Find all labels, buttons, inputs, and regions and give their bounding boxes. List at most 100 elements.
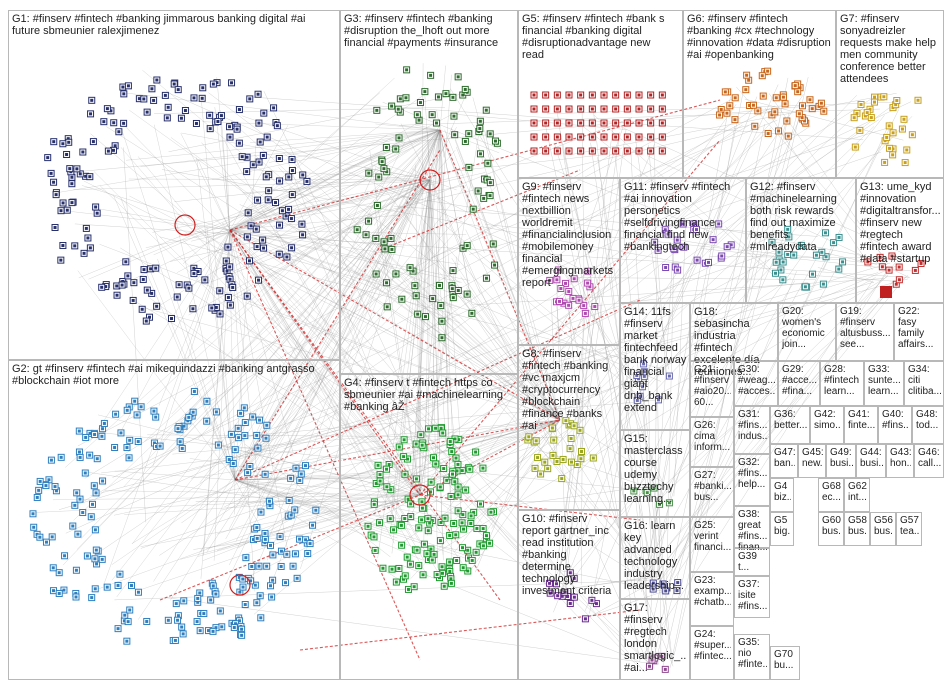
group-label-g43: G43: hon... bbox=[890, 447, 911, 469]
group-box-g23: G23: examp... #chatb... bbox=[690, 572, 734, 626]
group-box-g48: G48: tod... bbox=[912, 406, 944, 444]
group-label-g31: G31: #fins... indus... bbox=[738, 409, 767, 442]
group-box-g13: G13: ume_kyd #innovation #digitaltransfo… bbox=[856, 178, 944, 303]
group-label-g4x: G4 biz... bbox=[774, 481, 791, 503]
group-label-g49: G49: busi... bbox=[830, 447, 853, 469]
group-box-g45: G45: new... bbox=[798, 444, 826, 478]
group-box-g41: G41: finte... bbox=[844, 406, 878, 444]
group-label-g22: G22: fasy family affairs... bbox=[898, 306, 941, 350]
group-box-g40: G40: #fins... bbox=[878, 406, 912, 444]
group-label-g58: G58: bus... bbox=[848, 515, 867, 537]
group-box-g29: G29: #acce... #fina... bbox=[778, 361, 820, 406]
group-box-g37: G37: isite #fins... bbox=[734, 576, 770, 618]
group-label-g42: G42: simo... bbox=[814, 409, 841, 431]
group-label-g23: G23: examp... #chatb... bbox=[694, 575, 731, 608]
group-label-g68: G62 int... bbox=[848, 481, 867, 503]
group-label-g7: G7: #finserv sonyadreizler requests make… bbox=[840, 13, 941, 85]
group-box-g21: G21: #finserv #aio20... 60... bbox=[690, 361, 734, 417]
group-box-g70: G68 ec... bbox=[818, 478, 844, 512]
group-label-g17: G17: #finserv #regtech london smartlogic… bbox=[624, 602, 687, 674]
group-label-g19: G19: #finserv altusbuss... see... bbox=[840, 306, 891, 350]
group-box-g7: G7: #finserv sonyadreizler requests make… bbox=[836, 10, 944, 178]
group-box-g12: G12: #finserv #machinelearning both risk… bbox=[746, 178, 856, 303]
group-box-g20: G20: women's economic join... bbox=[778, 303, 836, 361]
group-box-g14: G14: 11fs #finserv market fintechfeed ba… bbox=[620, 303, 690, 430]
group-label-g29: G29: #acce... #fina... bbox=[782, 364, 817, 397]
group-label-g21: G21: #finserv #aio20... 60... bbox=[694, 364, 731, 408]
group-label-g28: G28: #fintech learn... bbox=[824, 364, 861, 397]
group-label-g14: G14: 11fs #finserv market fintechfeed ba… bbox=[624, 306, 687, 414]
group-box-g49: G49: busi... bbox=[826, 444, 856, 478]
group-box-g36: G36: better... bbox=[770, 406, 810, 444]
group-label-g2: G2: gt #finserv #fintech #ai mikequindaz… bbox=[12, 363, 337, 387]
group-box-g19: G19: #finserv altusbuss... see... bbox=[836, 303, 894, 361]
group-box-g44: G44: busi... bbox=[856, 444, 886, 478]
group-box-g60: G60: bus... bbox=[818, 512, 844, 546]
group-label-g45: G45: new... bbox=[802, 447, 823, 469]
group-box-g6: G6: #finserv #fintech #banking #cx #tech… bbox=[683, 10, 836, 178]
group-label-g6: G6: #finserv #fintech #banking #cx #tech… bbox=[687, 13, 833, 61]
group-box-g24: G24: #super... #fintec... bbox=[690, 626, 734, 680]
group-label-g40: G40: #fins... bbox=[882, 409, 909, 431]
group-box-g31: G31: #fins... indus... bbox=[734, 406, 770, 454]
group-box-g39: G39 t... bbox=[734, 548, 770, 576]
group-box-g56: G56: bus... bbox=[870, 512, 896, 546]
group-box-g43: G43: hon... bbox=[886, 444, 914, 478]
group-label-g38: G38: great #fins... finan... bbox=[738, 509, 767, 553]
group-label-g4: G4: #finserv t #fintech https co sbmeuni… bbox=[344, 377, 515, 413]
group-box-g26: G26: cima inform... bbox=[690, 417, 734, 467]
group-box-g57: G57: tea... bbox=[896, 512, 922, 546]
group-box-g42: G42: simo... bbox=[810, 406, 844, 444]
group-label-g24: G24: #super... #fintec... bbox=[694, 629, 731, 662]
group-label-g37: G37: isite #fins... bbox=[738, 579, 767, 612]
group-label-g32: G32: #fins... help... bbox=[738, 457, 767, 490]
group-box-g5x: G5 big... bbox=[770, 512, 794, 546]
group-box-g58: G58: bus... bbox=[844, 512, 870, 546]
group-box-g15: G15: masterclass course udemy buzztechy … bbox=[620, 430, 690, 517]
group-box-g16: G16: learn key advanced technology indus… bbox=[620, 517, 690, 599]
group-label-g33: G33: sunte... learn... bbox=[868, 364, 901, 397]
group-box-g33: G33: sunte... learn... bbox=[864, 361, 904, 406]
group-label-g27: G27: #banki... bus... bbox=[694, 470, 731, 503]
group-label-g15: G15: masterclass course udemy buzztechy … bbox=[624, 433, 687, 505]
group-label-g60: G60: bus... bbox=[822, 515, 841, 537]
group-label-g30: G30: #weag... #acces... bbox=[738, 364, 775, 397]
group-label-g8: G8: #finserv #fintech #banking #vc maxjc… bbox=[522, 348, 617, 432]
group-box-g9: G9: #finserv #fintech news nextbillion w… bbox=[518, 178, 620, 345]
group-label-g44: G44: busi... bbox=[860, 447, 883, 469]
group-box-g5: G5: #finserv #fintech #bank s financial … bbox=[518, 10, 683, 178]
group-label-g20: G20: women's economic join... bbox=[782, 306, 833, 350]
group-label-g47: G47: ban... bbox=[774, 447, 795, 469]
group-label-g11: G11: #finserv #fintech #ai innovation pe… bbox=[624, 181, 743, 253]
group-label-g13: G13: ume_kyd #innovation #digitaltransfo… bbox=[860, 181, 941, 265]
group-box-g4: G4: #finserv t #fintech https co sbmeuni… bbox=[340, 374, 518, 680]
group-label-g10: G10: #finserv report gartner_inc read in… bbox=[522, 513, 617, 597]
group-box-g2: G2: gt #finserv #fintech #ai mikequindaz… bbox=[8, 360, 340, 680]
group-box-g28: G28: #fintech learn... bbox=[820, 361, 864, 406]
group-label-g1: G1: #finserv #fintech #banking jimmarous… bbox=[12, 13, 337, 37]
group-label-g16: G16: learn key advanced technology indus… bbox=[624, 520, 687, 592]
group-box-g46: G46: call... bbox=[914, 444, 944, 478]
group-label-g39: G39 t... bbox=[738, 551, 767, 573]
group-label-g12: G12: #finserv #machinelearning both risk… bbox=[750, 181, 853, 253]
group-box-g30: G30: #weag... #acces... bbox=[734, 361, 778, 406]
group-box-g68: G62 int... bbox=[844, 478, 870, 512]
group-box-g35: G35: nio #finte... bbox=[734, 634, 770, 680]
group-label-g34: G34: citi clitiba... bbox=[908, 364, 941, 397]
group-box-g38: G38: great #fins... finan... bbox=[734, 506, 770, 548]
group-box-g3: G3: #finserv #fintech #banking #disrupti… bbox=[340, 10, 518, 374]
group-box-g34: G34: citi clitiba... bbox=[904, 361, 944, 406]
group-box-g32: G32: #fins... help... bbox=[734, 454, 770, 506]
group-label-g48: G48: tod... bbox=[916, 409, 941, 431]
group-box-g22: G22: fasy family affairs... bbox=[894, 303, 944, 361]
group-label-g5: G5: #finserv #fintech #bank s financial … bbox=[522, 13, 680, 61]
group-box-g17: G17: #finserv #regtech london smartlogic… bbox=[620, 599, 690, 680]
group-box-g4x: G4 biz... bbox=[770, 478, 794, 512]
group-box-g8: G8: #finserv #fintech #banking #vc maxjc… bbox=[518, 345, 620, 510]
group-label-g70: G68 ec... bbox=[822, 481, 841, 503]
group-box-g27: G27: #banki... bus... bbox=[690, 467, 734, 517]
group-label-g56: G56: bus... bbox=[874, 515, 893, 537]
group-label-g26: G26: cima inform... bbox=[694, 420, 731, 453]
group-box-g62: G70 bu... bbox=[770, 646, 800, 680]
